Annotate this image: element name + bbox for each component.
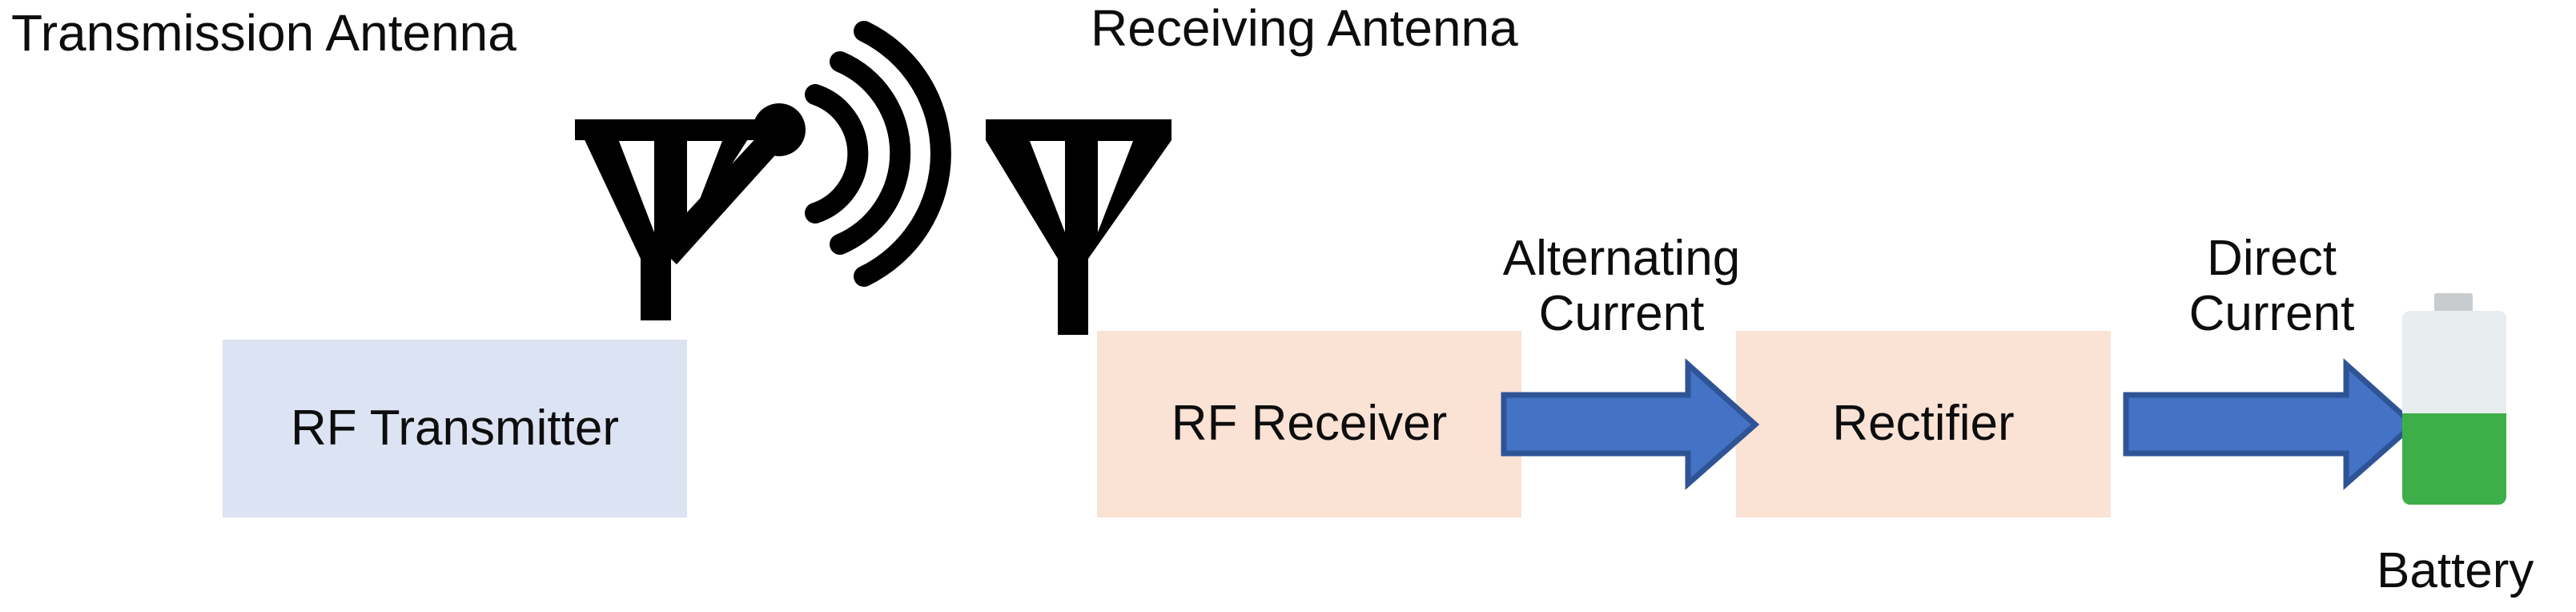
- battery-charge-icon: [2402, 413, 2506, 505]
- block-rectifier[interactable]: Rectifier: [1736, 331, 2111, 517]
- battery-cap-icon: [2434, 293, 2473, 312]
- block-rf-transmitter-label: RF Transmitter: [291, 400, 619, 456]
- label-direct-current: Direct Current: [2188, 231, 2355, 342]
- ac-arrow[interactable]: [1501, 358, 1760, 490]
- antenna-transmit-icon: [575, 21, 951, 320]
- dc-arrow[interactable]: [2123, 358, 2418, 490]
- block-rf-receiver-label: RF Receiver: [1171, 396, 1448, 452]
- block-rf-receiver[interactable]: RF Receiver: [1097, 331, 1521, 517]
- antenna-receive-icon: [986, 119, 1171, 335]
- label-transmission-antenna: Transmission Antenna: [11, 4, 516, 62]
- label-receiving-antenna: Receiving Antenna: [1091, 0, 1518, 57]
- label-battery: Battery: [2377, 543, 2534, 598]
- battery-icon: [2402, 293, 2506, 505]
- label-alternating-current: Alternating Current: [1502, 231, 1741, 342]
- block-rf-transmitter[interactable]: RF Transmitter: [223, 340, 687, 517]
- block-rectifier-label: Rectifier: [1832, 396, 2015, 452]
